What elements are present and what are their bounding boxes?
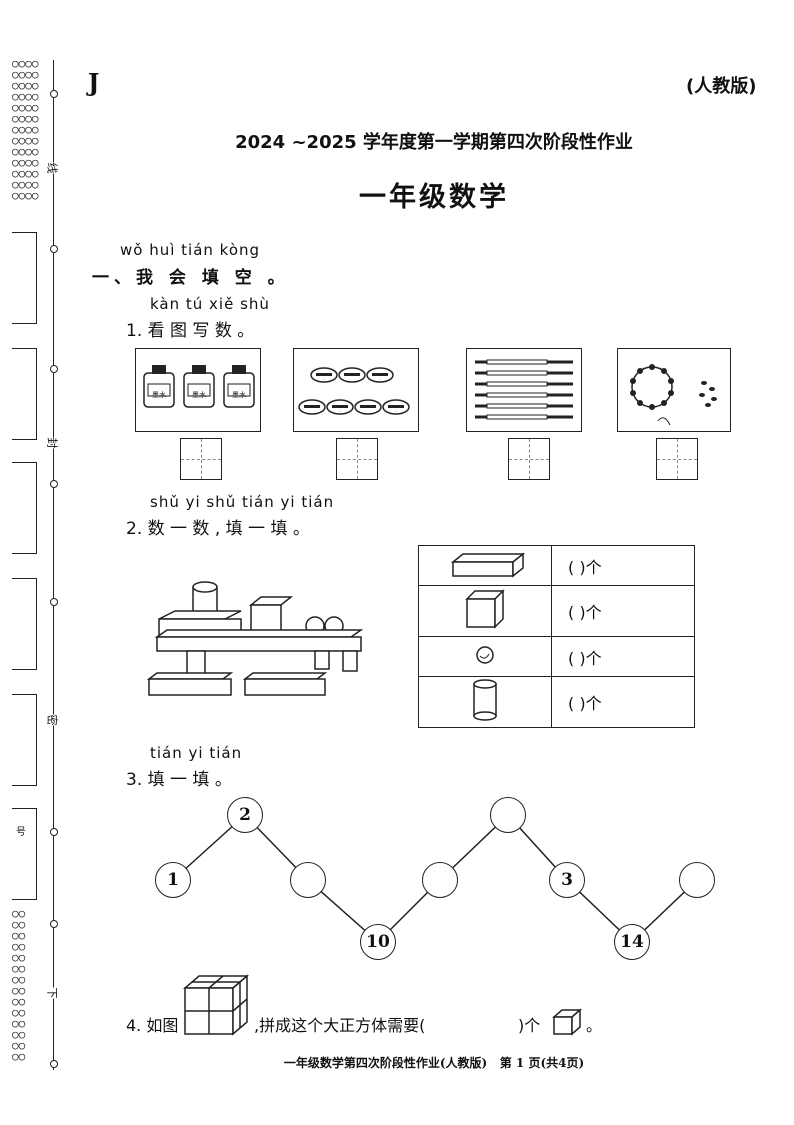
table-row: ( )个 [418, 676, 695, 728]
ink-label: 墨水 [192, 391, 206, 399]
binding-rings-top: ○○○○○○○○○○○○○○○○○○○○○○○○○○○○○○○○○○○○○○○○… [12, 57, 39, 202]
sequence-node: 14 [614, 924, 650, 960]
big-cube-icon [183, 974, 250, 1036]
answer-cell[interactable]: ( )个 [551, 676, 695, 728]
info-tab [12, 348, 37, 440]
shape-cell [418, 676, 552, 728]
sequence-node: 2 [227, 797, 263, 833]
info-tab [12, 462, 37, 554]
answer-cell[interactable]: ( )个 [551, 585, 695, 637]
sequence-node: 3 [549, 862, 585, 898]
sequence-node-blank[interactable] [422, 862, 458, 898]
blocks-structure-drawing [146, 581, 364, 696]
answer-grid[interactable] [508, 438, 550, 480]
shape-count-table: ( )个 ( )个 ( )个 ( )个 [418, 545, 695, 728]
answer-cell[interactable]: ( )个 [551, 545, 695, 586]
q1-pinyin: kàn tú xiě shù [150, 295, 270, 313]
cut-dot [50, 480, 58, 488]
ink-label: 墨水 [152, 391, 166, 399]
q3-title: 3. 填 一 填 。 [126, 770, 232, 790]
q1-title: 1. 看 图 写 数 。 [126, 321, 255, 341]
ink-bottles-drawing [143, 365, 255, 408]
cylinder-icon [473, 679, 497, 721]
picture-hotdogs [293, 348, 419, 432]
table-row: ( )个 [418, 636, 695, 677]
small-cube-icon [552, 1008, 582, 1036]
table-row: ( )个 [418, 585, 695, 637]
volume-letter: J [88, 68, 100, 97]
answer-grid[interactable] [336, 438, 378, 480]
sequence-node-blank[interactable] [290, 862, 326, 898]
answer-cell[interactable]: ( )个 [551, 636, 695, 677]
info-tab [12, 694, 37, 786]
sequence-node-blank[interactable] [490, 797, 526, 833]
section1-pinyin: wǒ huì tián kòng [120, 241, 261, 259]
cut-dot [50, 828, 58, 836]
shape-cell [418, 545, 552, 586]
info-tab: 号 [12, 808, 37, 900]
sequence-node-blank[interactable] [679, 862, 715, 898]
q3-pinyin: tián yi tián [150, 744, 243, 762]
info-tab [12, 232, 37, 324]
bead-ring-drawing [630, 364, 717, 426]
page-footer: 一年级数学第四次阶段性作业(人教版) 第 1 页(共4页) [283, 1056, 585, 1070]
q4-prefix: 4. 如图 [126, 1016, 179, 1035]
cuboid-icon [450, 551, 526, 578]
cut-dot [50, 920, 58, 928]
shape-cell [418, 636, 552, 677]
cube-icon [465, 589, 505, 629]
cut-dot [50, 90, 58, 98]
sequence-node: 10 [360, 924, 396, 960]
exam-title: 2024 ~2025 学年度第一学期第四次阶段性作业 [235, 132, 633, 153]
picture-bead-ring [617, 348, 731, 432]
answer-grid[interactable] [656, 438, 698, 480]
sphere-icon [476, 645, 494, 664]
info-tab [12, 578, 37, 670]
cut-dot [50, 598, 58, 606]
subject-title: 一年级数学 [359, 182, 509, 213]
q4-suffix: )个 [518, 1016, 541, 1035]
answer-grid[interactable] [180, 438, 222, 480]
cut-dot [50, 245, 58, 253]
q2-title: 2. 数 一 数 , 填 一 填 。 [126, 519, 310, 539]
tab-label: 号 [16, 827, 26, 838]
cut-dot [50, 1060, 58, 1068]
section1-title: 一、我 会 填 空 。 [92, 268, 290, 288]
brushes-drawing [475, 359, 573, 420]
ink-label: 墨水 [232, 391, 246, 399]
q2-pinyin: shǔ yi shǔ tián yi tián [150, 493, 335, 511]
binding-rings-bottom: ○○○○○○○○○○○○○○○○○○○○○○○○○○○○ [12, 907, 26, 1063]
table-row: ( )个 [418, 545, 695, 586]
hotdogs-drawing [298, 367, 410, 415]
q4-end: 。 [586, 1016, 603, 1035]
cut-dot [50, 365, 58, 373]
q4-middle: ,拼成这个大正方体需要( [254, 1016, 426, 1035]
sequence-node: 1 [155, 862, 191, 898]
edition-label: (人教版) [686, 76, 757, 97]
picture-ink-bottles: 墨水 墨水 墨水 [135, 348, 261, 432]
picture-brushes [466, 348, 582, 432]
cut-line [53, 60, 54, 1070]
